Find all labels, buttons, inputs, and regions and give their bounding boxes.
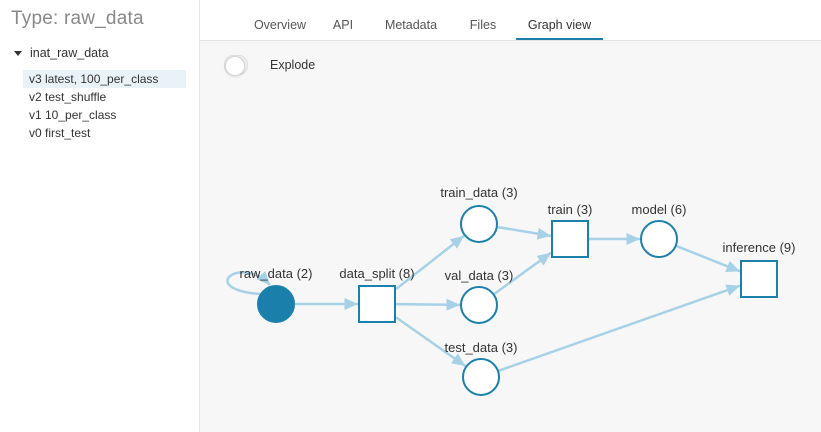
explode-toggle[interactable] — [224, 55, 248, 76]
edge-test_data-to-inference — [498, 284, 741, 372]
main-panel: Overview API Metadata Files Graph view E… — [200, 0, 821, 432]
version-item-v0[interactable]: v0 first_test — [29, 126, 91, 140]
edge-val_data-to-train — [493, 251, 552, 295]
tab-metadata[interactable]: Metadata — [384, 18, 438, 32]
explode-label: Explode — [270, 58, 316, 72]
caret-down-icon — [14, 50, 22, 56]
artifact-tree-toggle[interactable]: inat_raw_data — [14, 45, 109, 61]
node-train[interactable] — [551, 220, 589, 258]
edge-model-to-inference — [676, 244, 741, 273]
version-item-v1[interactable]: v1 10_per_class — [29, 108, 117, 122]
tab-api[interactable]: API — [332, 18, 354, 32]
version-list: v3 latest, 100_per_class v2 test_shuffle… — [23, 70, 186, 142]
edge-train_data-to-train — [497, 225, 552, 240]
node-raw-data[interactable] — [257, 285, 295, 323]
node-label-train: train (3) — [548, 202, 593, 217]
node-label-inference: inference (9) — [723, 240, 796, 255]
node-label-data-split: data_split (8) — [339, 266, 414, 281]
sidebar: Type: raw_data inat_raw_data v3 latest, … — [0, 0, 200, 432]
type-title: Type: raw_data — [11, 8, 144, 29]
artifact-name: inat_raw_data — [30, 46, 109, 60]
edge-data_split-to-train_data — [395, 234, 465, 291]
node-model[interactable] — [640, 220, 678, 258]
node-test-data[interactable] — [462, 358, 500, 396]
node-train-data[interactable] — [460, 205, 498, 243]
node-val-data[interactable] — [460, 286, 498, 324]
node-data-split[interactable] — [358, 285, 396, 323]
tab-overview[interactable]: Overview — [253, 18, 307, 32]
node-label-val-data: val_data (3) — [445, 268, 514, 283]
tab-files[interactable]: Files — [469, 18, 497, 32]
tab-bar: Overview API Metadata Files Graph view — [200, 0, 821, 41]
edge-data_split-to-test_data — [395, 316, 467, 368]
node-inference[interactable] — [740, 260, 778, 298]
version-item-v3[interactable]: v3 latest, 100_per_class — [23, 70, 186, 88]
node-label-model: model (6) — [632, 202, 687, 217]
node-label-raw-data: raw_data (2) — [240, 266, 313, 281]
edge-data_split-to-val_data — [395, 298, 461, 311]
node-label-test-data: test_data (3) — [445, 340, 518, 355]
toggle-knob — [225, 56, 245, 76]
lineage-graph: raw_data (2) data_split (8) train_data (3)… — [226, 185, 796, 396]
edge-raw_data-to-raw_data — [226, 271, 271, 296]
tab-graph-view[interactable]: Graph view — [516, 0, 603, 40]
version-item-v2[interactable]: v2 test_shuffle — [29, 90, 107, 104]
node-label-train-data: train_data (3) — [440, 185, 517, 200]
